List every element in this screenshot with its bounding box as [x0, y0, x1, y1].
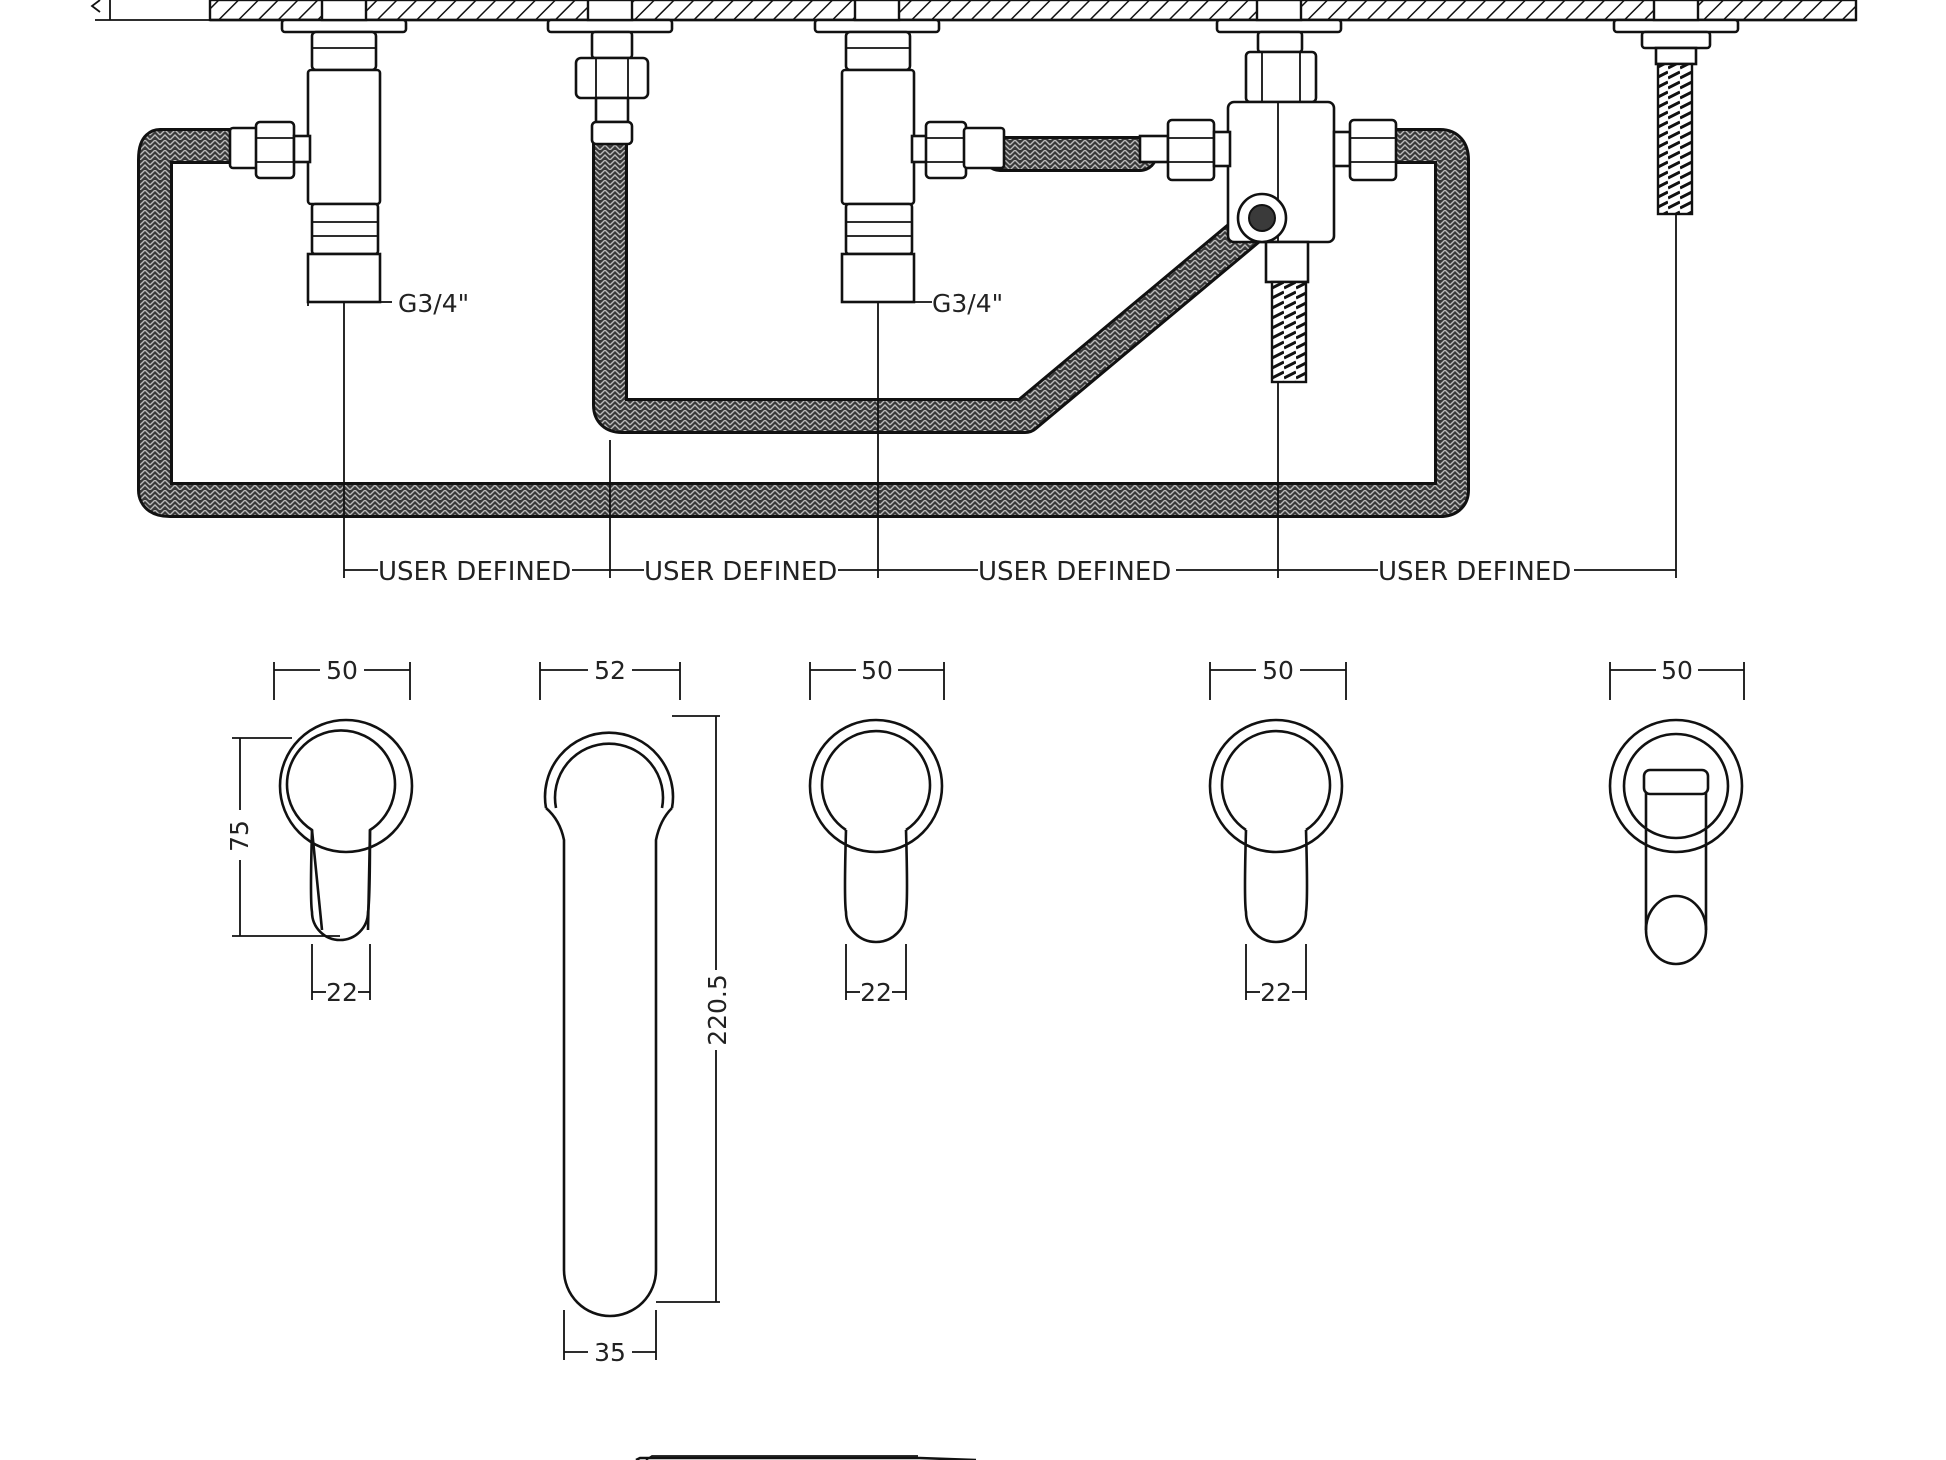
shower-hose-outlet [1640, 30, 1712, 216]
width-label-1: 50 [326, 656, 358, 685]
width-label-2: 52 [594, 656, 626, 685]
outer-braided-hose [137, 128, 1470, 518]
spacing-label-2: USER DEFINED [644, 557, 837, 587]
middle-valve-body [840, 30, 1006, 304]
spacing-label-3: USER DEFINED [978, 557, 1171, 587]
handle-front-view-2: 50 22 [808, 656, 945, 1007]
thread-label-left: G3/4" [398, 289, 469, 318]
deck-surface [208, 0, 1858, 22]
width-label-3: 50 [861, 656, 893, 685]
left-valve-body [228, 30, 382, 304]
shower-handset-front-view: 50 [1608, 656, 1745, 966]
diverter-body [1138, 30, 1398, 384]
handle-front-view-3: 50 22 [1208, 656, 1347, 1007]
spout-front-view: 52 220.5 35 [539, 656, 732, 1367]
spout-riser [574, 30, 650, 146]
deck-thickness-marker [90, 0, 210, 21]
handle-front-view-1: 50 75 22 [225, 656, 414, 1007]
spout-height-label: 220.5 [703, 974, 732, 1046]
handle-width-label-3: 22 [1260, 978, 1292, 1007]
handle-width-label-1: 22 [326, 978, 358, 1007]
spacing-extension-lines [343, 214, 1677, 578]
spout-width-label: 35 [594, 1338, 626, 1367]
spacing-label-4: USER DEFINED [1378, 557, 1571, 587]
spacing-label-1: USER DEFINED [378, 557, 571, 587]
thread-callout-middle: G3/4" [914, 289, 1003, 318]
handle-height-label: 75 [225, 820, 254, 852]
thread-label-middle: G3/4" [932, 289, 1003, 318]
width-label-5: 50 [1661, 656, 1693, 685]
width-label-4: 50 [1262, 656, 1294, 685]
spout-side-profile-partial [635, 1455, 977, 1460]
spout-braided-hose [592, 122, 1280, 434]
handle-width-label-2: 22 [860, 978, 892, 1007]
spacing-dimension: USER DEFINED USER DEFINED USER DEFINED U… [344, 557, 1676, 587]
deck-flanges [280, 0, 1740, 34]
thread-callout-left: G3/4" [307, 289, 469, 318]
